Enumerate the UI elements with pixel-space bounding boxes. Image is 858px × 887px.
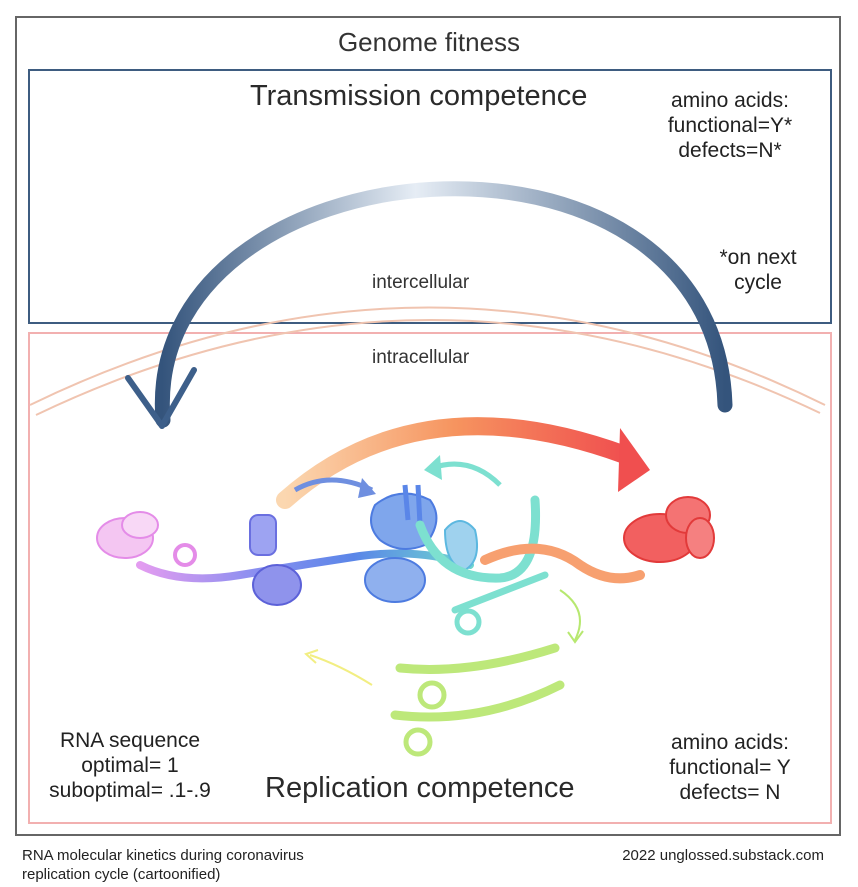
teal-ribosome [443,520,478,572]
replication-defects: defects= N [679,781,781,804]
genome-fitness-frame [15,16,841,836]
transmission-competence-box [28,69,832,324]
orange-rna-strand [480,543,645,584]
membrane-arc-outer [29,306,826,406]
teal-small-arrow [431,461,502,487]
replication-competence-box [28,332,832,824]
pink-loop [173,543,197,567]
rna-suboptimal: suboptimal= .1-.9 [49,779,211,802]
replication-amino-acids-note: amino acids: functional= Y defects= N [645,730,815,805]
green-loop-lower [403,727,433,757]
blue-small-arrow-head [358,478,376,498]
replication-functional: functional= Y [669,756,791,779]
footnote-line-2: cycle [734,271,782,294]
translation-arrow-arc [276,417,634,509]
replication-amino-heading: amino acids: [671,731,789,754]
purple-stalk [249,514,277,556]
caption-line-2: replication cycle (cartoonified) [22,866,221,883]
transmission-amino-heading: amino acids: [671,89,789,112]
teal-small-arrow-head [424,455,442,480]
replication-competence-title: Replication competence [265,772,575,804]
rna-sequence-heading: RNA sequence [59,729,201,752]
membrane-arc-inner [35,319,821,416]
rna-sequence-note: RNA sequence optimal= 1 suboptimal= .1-.… [30,728,230,803]
transmission-arrow-arc [154,181,733,428]
yellow-small-arrow [309,654,373,686]
rna-strand-main [136,549,474,583]
footnote-line-1: *on next [719,246,797,269]
green-small-arrow [559,589,581,641]
caption-line-1: RNA molecular kinetics during coronaviru… [22,847,304,864]
next-cycle-footnote: *on next cycle [698,245,818,295]
translation-arrow-head [618,428,650,492]
intracellular-label: intracellular [372,347,470,368]
figure-caption: RNA molecular kinetics during coronaviru… [22,846,304,884]
intercellular-label: intercellular [372,272,470,293]
green-rna-strand-lower [390,680,565,722]
transmission-functional: functional=Y* [667,114,793,137]
green-small-arrow-head [567,630,584,644]
teal-loop [454,608,482,636]
transmission-competence-title: Transmission competence [250,80,588,112]
green-loop-upper [417,680,447,710]
transmission-amino-acids-note: amino acids: functional=Y* defects=N* [650,88,810,163]
yellow-small-arrow-head [304,649,319,664]
teal-rna-strand [415,495,541,583]
genome-fitness-title: Genome fitness [337,27,521,57]
source-credit: 2022 unglossed.substack.com [622,847,824,864]
transmission-arrow-head [125,367,197,429]
rna-optimal: optimal= 1 [81,754,179,777]
transmission-defects: defects=N* [678,139,782,162]
purple-ribosome [252,564,302,606]
green-rna-strand-upper [395,643,560,674]
